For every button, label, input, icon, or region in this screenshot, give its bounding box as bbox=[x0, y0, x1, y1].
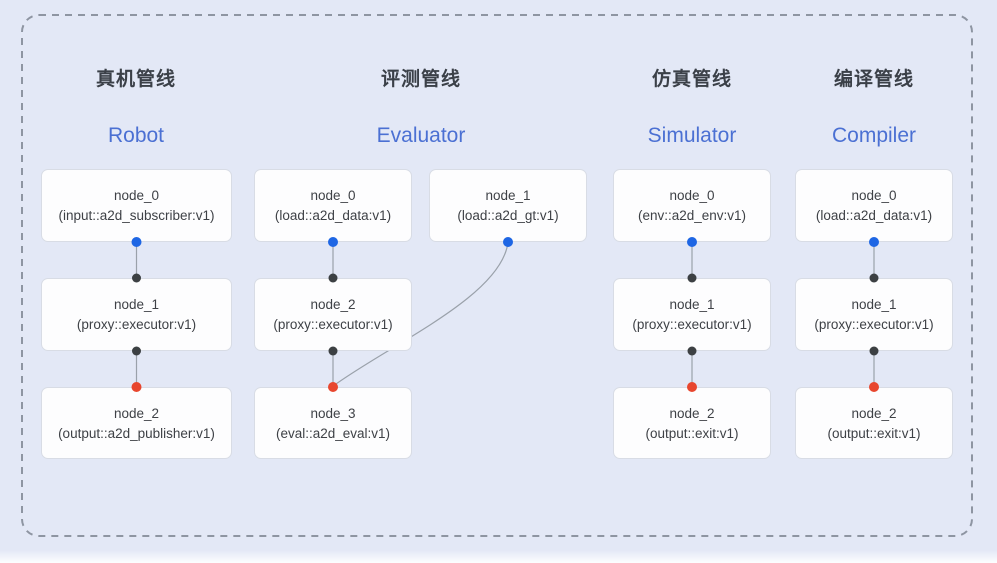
node-type: (output::exit:v1) bbox=[827, 425, 921, 441]
robot-node-1: node_1 (proxy::executor:v1) bbox=[41, 278, 232, 351]
compiler-node-2: node_2 (output::exit:v1) bbox=[795, 387, 953, 459]
node-name: node_0 bbox=[669, 188, 715, 203]
evaluator-node-2: node_2 (proxy::executor:v1) bbox=[254, 278, 412, 351]
node-name: node_3 bbox=[310, 405, 356, 421]
node-name: node_1 bbox=[485, 188, 531, 203]
evaluator-node-1: node_1 (load::a2d_gt:v1) bbox=[429, 169, 587, 242]
node-type: (load::a2d_data:v1) bbox=[274, 208, 392, 223]
node-type: (input::a2d_subscriber:v1) bbox=[58, 208, 215, 223]
node-type: (proxy::executor:v1) bbox=[273, 317, 393, 332]
node-type: (env::a2d_env:v1) bbox=[637, 208, 747, 223]
node-name: node_2 bbox=[669, 405, 715, 421]
node-name: node_2 bbox=[310, 297, 356, 312]
node-name: node_2 bbox=[113, 405, 160, 421]
node-name: node_1 bbox=[851, 297, 897, 312]
node-name: node_0 bbox=[113, 188, 160, 203]
node-type: (output::a2d_publisher:v1) bbox=[58, 425, 215, 441]
node-type: (load::a2d_data:v1) bbox=[815, 208, 933, 223]
robot-node-0: node_0 (input::a2d_subscriber:v1) bbox=[41, 169, 232, 242]
evaluator-node-0: node_0 (load::a2d_data:v1) bbox=[254, 169, 412, 242]
robot-node-2: node_2 (output::a2d_publisher:v1) bbox=[41, 387, 232, 459]
bottom-fade bbox=[0, 550, 997, 563]
simulator-node-0: node_0 (env::a2d_env:v1) bbox=[613, 169, 771, 242]
node-name: node_0 bbox=[310, 188, 356, 203]
simulator-node-2: node_2 (output::exit:v1) bbox=[613, 387, 771, 459]
node-type: (load::a2d_gt:v1) bbox=[457, 208, 559, 223]
node-type: (proxy::executor:v1) bbox=[76, 317, 197, 332]
node-name: node_1 bbox=[669, 297, 715, 312]
node-type: (output::exit:v1) bbox=[645, 425, 739, 441]
node-name: node_2 bbox=[851, 405, 897, 421]
node-name: node_0 bbox=[851, 188, 897, 203]
node-name: node_1 bbox=[113, 297, 160, 312]
node-type: (eval::a2d_eval:v1) bbox=[275, 425, 391, 441]
evaluator-node-3: node_3 (eval::a2d_eval:v1) bbox=[254, 387, 412, 459]
node-type: (proxy::executor:v1) bbox=[632, 317, 752, 332]
simulator-node-1: node_1 (proxy::executor:v1) bbox=[613, 278, 771, 351]
compiler-node-1: node_1 (proxy::executor:v1) bbox=[795, 278, 953, 351]
node-type: (proxy::executor:v1) bbox=[814, 317, 934, 332]
compiler-node-0: node_0 (load::a2d_data:v1) bbox=[795, 169, 953, 242]
